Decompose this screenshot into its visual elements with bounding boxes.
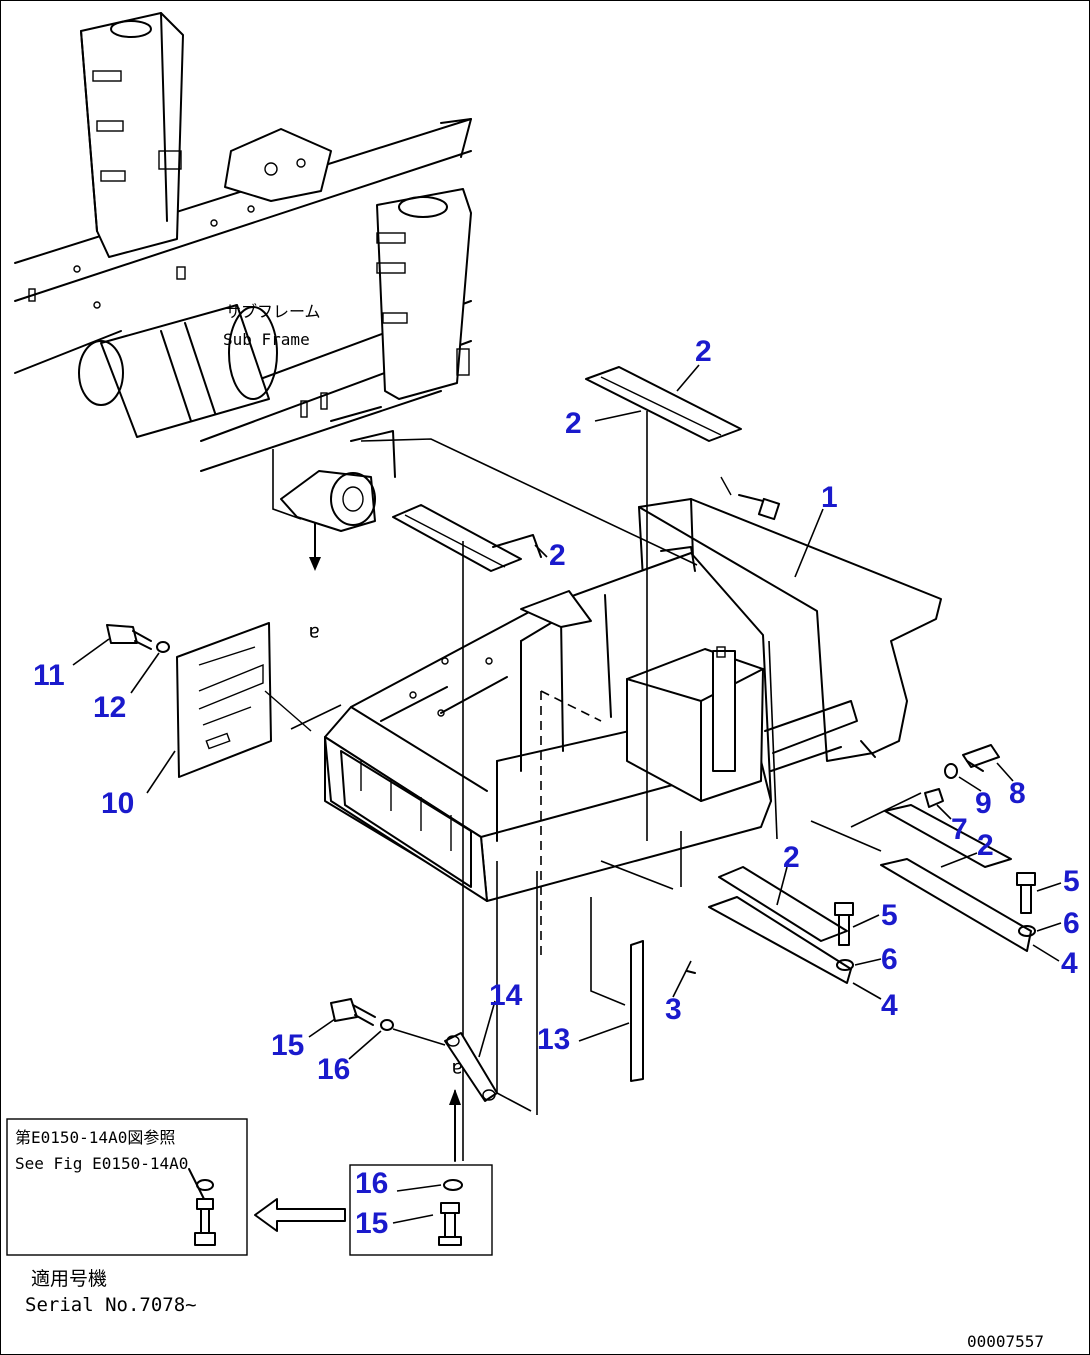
callout-2-upper-left: 2 — [565, 407, 582, 440]
callout-15-upper: 15 — [271, 1029, 304, 1062]
detail-inset-box — [349, 1164, 493, 1256]
callout-15-box: 15 — [355, 1207, 388, 1240]
bolt-group-right — [1016, 872, 1036, 937]
serial-label-jp: 適用号機 — [31, 1268, 107, 1290]
reference-box — [6, 1118, 248, 1256]
sub-frame-label-en: Sub Frame — [223, 330, 310, 349]
callout-2-lower-mid: 2 — [783, 841, 800, 874]
callout-4-mid: 4 — [881, 989, 898, 1022]
bolt-part-15-upper — [330, 998, 376, 1026]
reference-arrow — [254, 1198, 346, 1232]
callout-4-right: 4 — [1061, 947, 1078, 980]
callout-12: 12 — [93, 691, 126, 724]
callout-3: 3 — [665, 993, 682, 1026]
callout-11: 11 — [33, 659, 65, 692]
bolt-part-11 — [106, 624, 152, 650]
callout-16-box: 16 — [355, 1167, 388, 1200]
reference-box-line-jp: 第E0150-14A0図参照 — [15, 1128, 175, 1147]
sub-frame-label-jp: サブフレーム — [225, 302, 321, 321]
view-marker-lower: a — [452, 1058, 463, 1080]
callout-2-lower-right: 2 — [977, 829, 994, 862]
callout-10: 10 — [101, 787, 134, 820]
callout-9: 9 — [975, 787, 992, 820]
battery-box-assembly — [324, 476, 942, 902]
view-marker-upper: a — [309, 622, 320, 644]
reference-box-line-en: See Fig E0150-14A0 — [15, 1154, 188, 1173]
callout-13: 13 — [537, 1023, 570, 1056]
sub-frame-assembly — [14, 12, 472, 532]
callout-16-upper: 16 — [317, 1053, 350, 1086]
washer-part-16-upper — [380, 1019, 394, 1031]
bolt-group-middle — [834, 902, 854, 971]
washer-part-12 — [156, 641, 170, 653]
callout-8: 8 — [1009, 777, 1026, 810]
callout-14: 14 — [489, 979, 523, 1012]
callout-2-mid: 2 — [549, 539, 566, 572]
callout-6-mid: 6 — [881, 943, 898, 976]
callout-5-right: 5 — [1063, 865, 1080, 898]
callout-5-mid: 5 — [881, 899, 898, 932]
callout-7: 7 — [951, 813, 968, 846]
strip-part-13 — [630, 940, 644, 1082]
callout-6-right: 6 — [1063, 907, 1080, 940]
serial-label-en: Serial No.7078~ — [25, 1294, 197, 1316]
callout-1: 1 — [821, 481, 838, 514]
bracket-part-14 — [444, 1032, 498, 1102]
callouts: 1 2 2 2 2 2 3 4 4 5 5 6 6 — [33, 335, 1080, 1240]
cover-plate-part-10 — [176, 622, 312, 778]
callout-2-top: 2 — [695, 335, 712, 368]
clip-part-7 — [924, 788, 944, 808]
drawing-number: 00007557 — [967, 1332, 1044, 1351]
bolt-part-8 — [944, 744, 1000, 779]
clip-part-3 — [686, 970, 696, 974]
